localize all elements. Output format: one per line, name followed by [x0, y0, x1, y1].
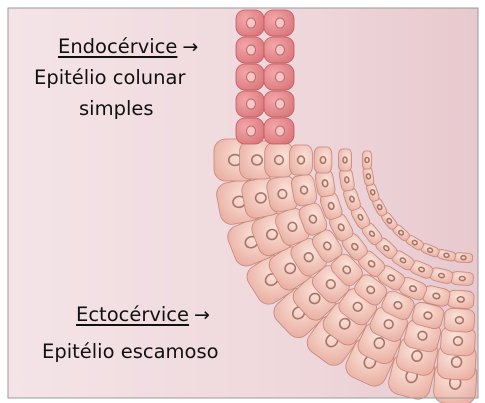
columnar-cell — [264, 118, 294, 144]
columnar-cell — [264, 64, 294, 90]
columnar-cell — [236, 64, 264, 90]
ectocervix-label: Ectocérvice→ — [76, 303, 210, 327]
endocervix-description-line2: simples — [79, 97, 154, 121]
ectocervix-term: Ectocérvice — [76, 303, 189, 326]
columnar-cell — [236, 10, 264, 36]
squamous-cell — [362, 151, 371, 169]
squamous-cell — [290, 145, 313, 175]
squamous-cell — [451, 271, 474, 286]
ectocervix-arrow: → — [194, 304, 210, 326]
columnar-cell — [236, 118, 264, 144]
columnar-cell — [264, 37, 294, 63]
columnar-cell — [236, 91, 264, 117]
squamous-cell — [338, 149, 351, 171]
endocervix-label: Endocérvice→ — [58, 35, 198, 59]
ectocervix-description: Epitélio escamoso — [42, 340, 219, 364]
squamous-cell — [447, 290, 474, 309]
columnar-cell — [236, 37, 264, 63]
endocervix-description-line1: Epitélio colunar — [34, 66, 185, 90]
squamous-cell — [454, 252, 473, 262]
columnar-epithelium-layer — [236, 10, 294, 144]
endocervix-term: Endocérvice — [58, 35, 177, 58]
columnar-cell — [264, 91, 294, 117]
columnar-cell — [264, 10, 294, 36]
endocervix-arrow: → — [182, 36, 198, 58]
squamous-cell — [265, 143, 294, 177]
squamous-cell — [444, 308, 475, 333]
squamous-cell — [314, 147, 332, 173]
